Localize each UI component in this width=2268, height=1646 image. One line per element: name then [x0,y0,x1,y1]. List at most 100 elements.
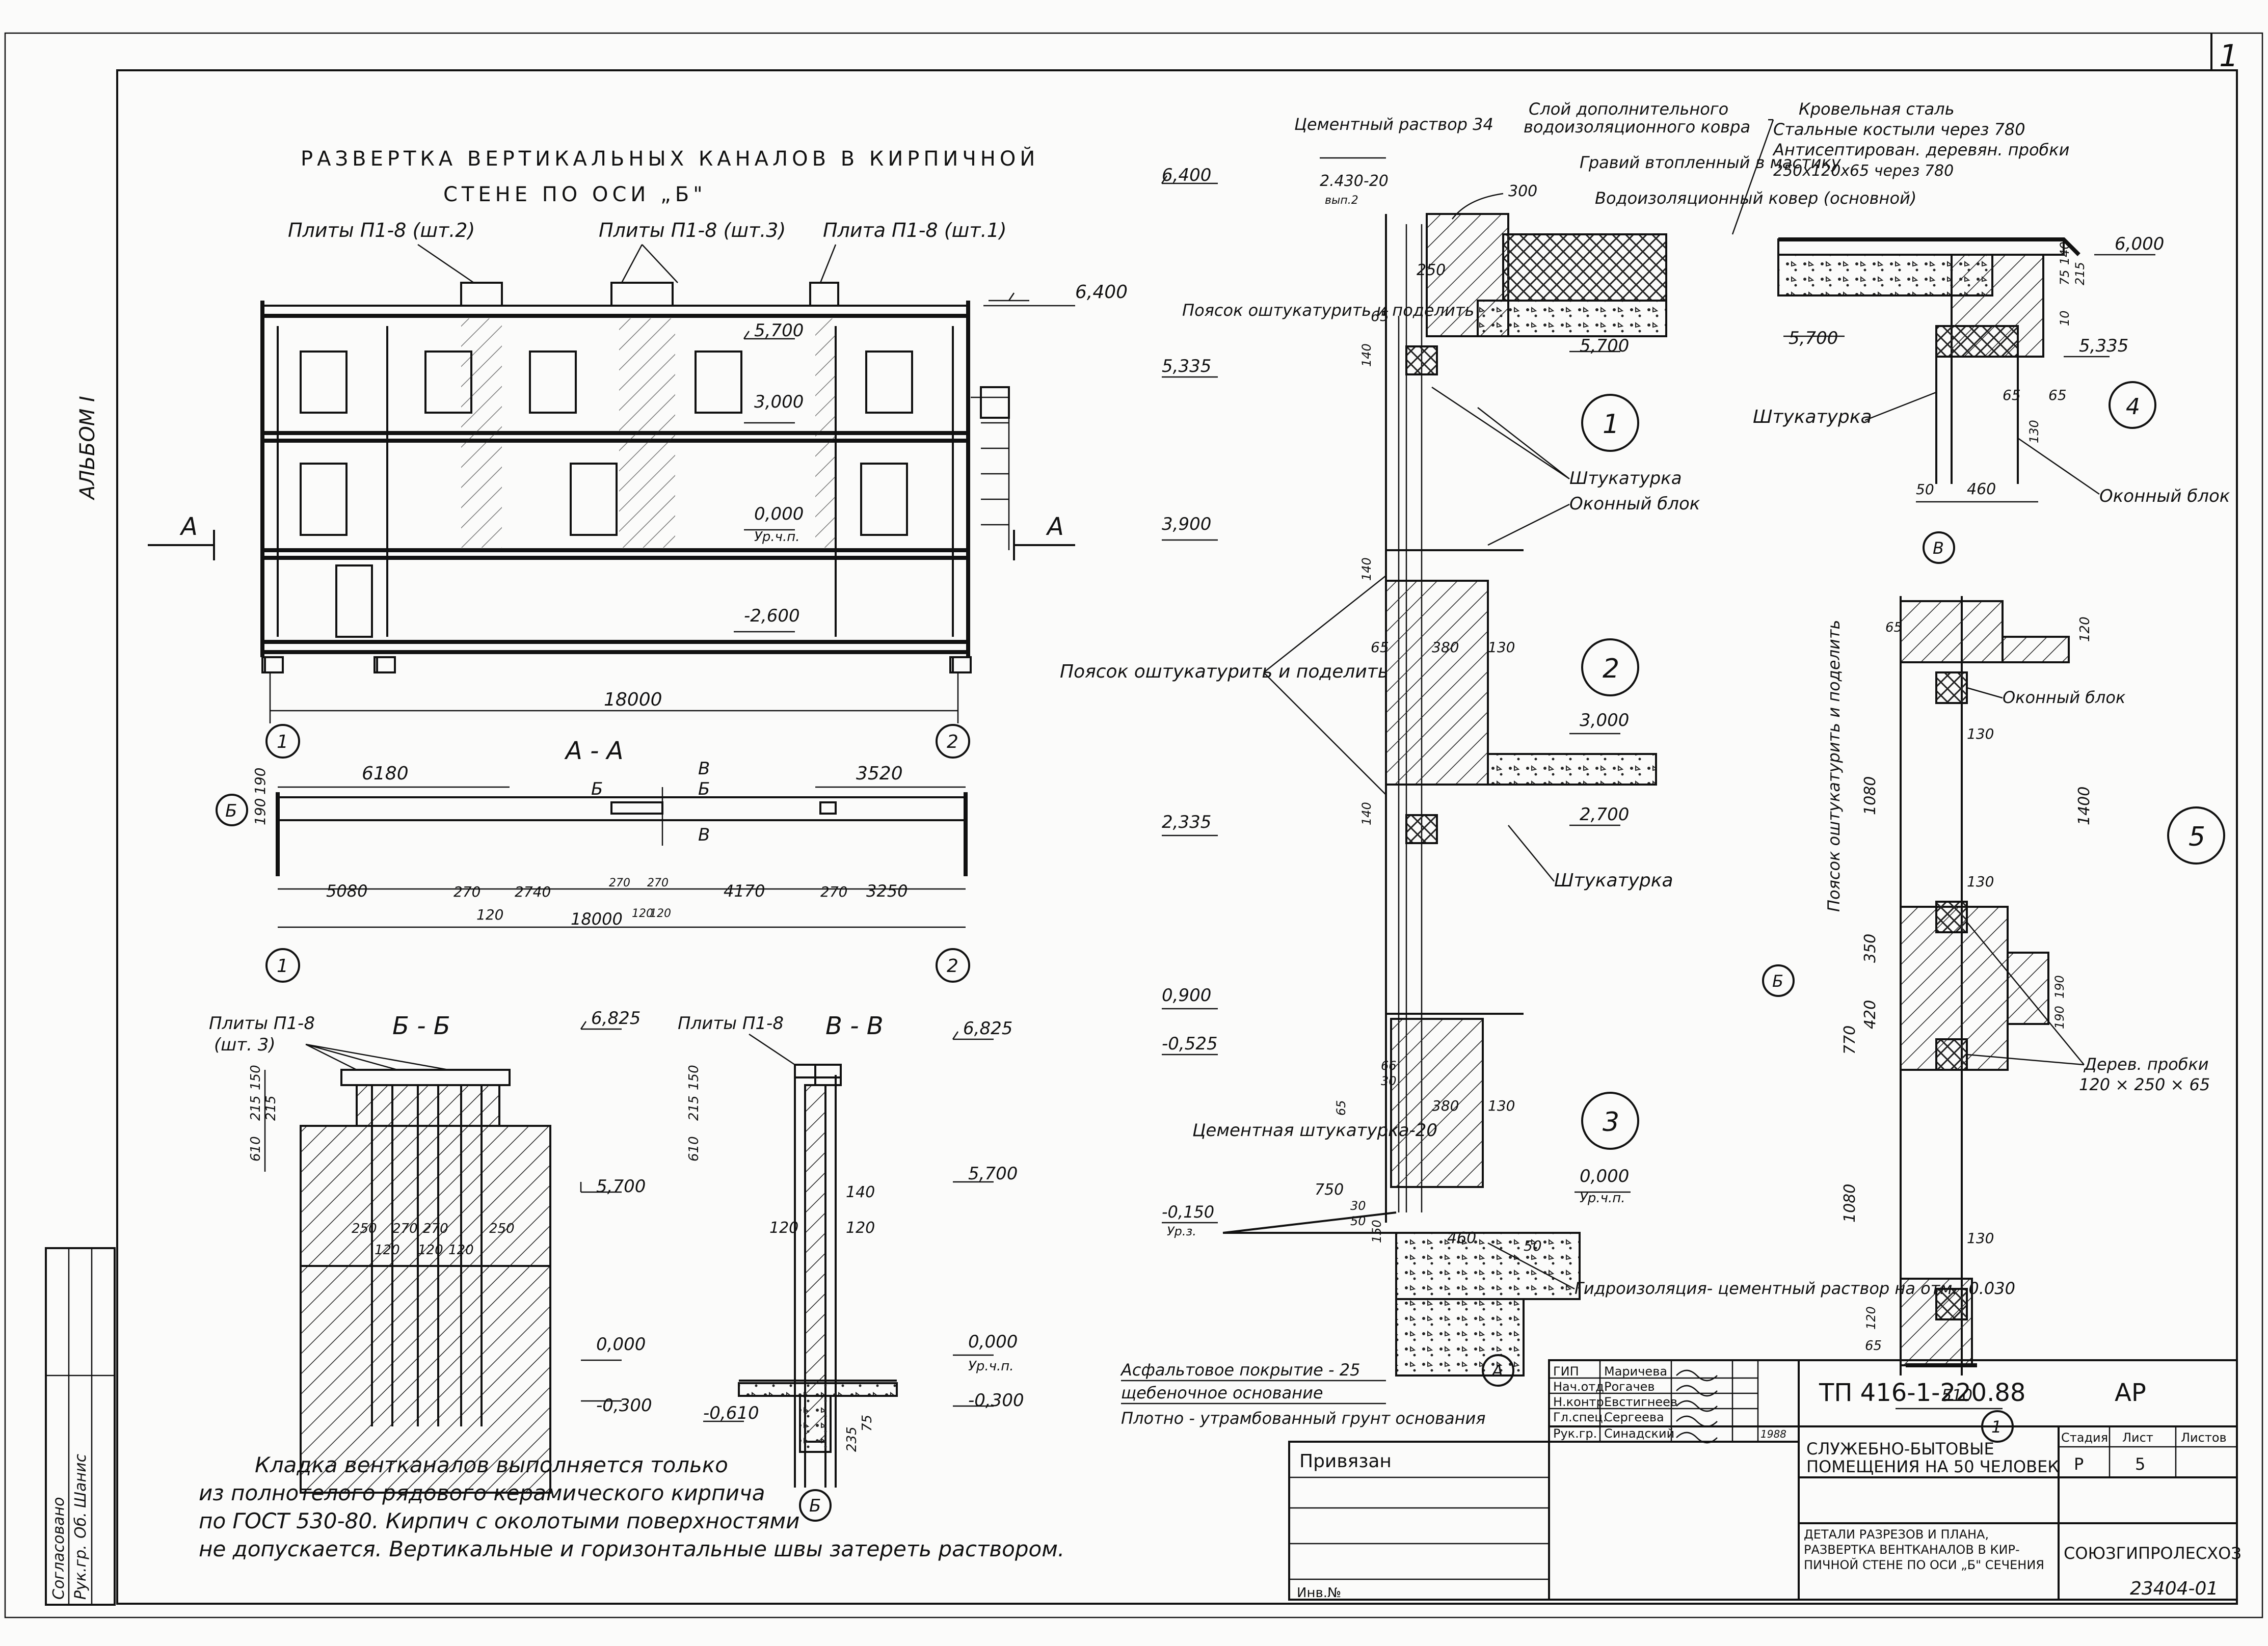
stamp-name-4: Сергеева [1604,1410,1664,1424]
ws-cement-mortar: Цементный раствор 34 [1294,115,1493,134]
ws-level-2335: 2,335 [1162,812,1211,832]
note-line-3: по ГОСТ 530-80. Кирпич с околотыми повер… [199,1508,799,1533]
elev-level-3000: 3,000 [754,392,804,412]
bb-title: Б - Б [392,1012,450,1040]
d5-dim-130c: 130 [1967,1230,1994,1247]
plates-label-3: Плита П1-8 (шт.1) [823,219,1007,241]
stamp-name-5: Синадский [1604,1426,1674,1441]
bb-dim-120a: 120 [375,1243,400,1258]
vv-dim-235: 235 [844,1426,860,1452]
section-mark-a-left: А [179,512,198,541]
stamp-name-3: Евстигнеев [1604,1395,1677,1409]
ws-gravel: Гравий втопленный в мастику [1580,153,1842,172]
stamp-role-2: Нач.отд. [1553,1380,1608,1394]
vv-level-6825: 6,825 [963,1018,1012,1039]
d5-band-note: Поясок оштукатурить и поделить [1824,620,1844,912]
elevation-title-2: СТЕНЕ ПО ОСИ „Б" [443,183,707,206]
bb-level-minus-300: -0,300 [596,1395,652,1416]
d5-dim-1400: 1400 [2075,787,2093,825]
bb-level-5700: 5,700 [596,1176,646,1197]
ws-dim-30a: 30 [1381,1074,1397,1088]
plan-label-b-1: Б [591,779,603,799]
vv-title: В - В [825,1012,884,1040]
ws-level-3000: 3,000 [1580,710,1629,731]
d4-level-6000: 6,000 [2115,234,2164,254]
stamp-name-1: Маричева [1604,1364,1667,1379]
d4-window-block: Оконный блок [2099,486,2230,506]
stamp-role-3: Н.контр. [1553,1395,1608,1409]
ws-soil: Плотно - утрамбованный грунт основания [1121,1409,1486,1428]
bb-level-6825: 6,825 [591,1008,641,1029]
d5-dim-190b: 190 [2052,975,2067,999]
ws-cement-plaster: Цементная штукатурка-20 [1192,1120,1437,1141]
ws-level-ground: Ур.ч.п. [1580,1191,1625,1206]
stamp-role-1: ГИП [1553,1364,1579,1379]
approval-label: Согласовано [50,1497,68,1600]
ws-dim-130b: 130 [1488,1097,1515,1114]
bb-dim-150: 150 [248,1065,263,1090]
stamp-sheet-title-1: ДЕТАЛИ РАЗРЕЗОВ И ПЛАНА, [1804,1527,1989,1542]
elev-axis-1: 1 [277,732,288,752]
ws-dim-65a: 65 [1371,308,1389,325]
plan-axis-b: Б [225,801,237,821]
d5-axis-b: Б [1772,972,1783,991]
vv-level-minus-300: -0,300 [968,1390,1024,1411]
plan-bdim-270c: 270 [647,877,669,889]
plan-bdim-270d: 270 [820,883,847,900]
ws-main-carpet: Водоизоляционный ковер (основной) [1595,188,1916,208]
sheet-frame [4,32,2263,1618]
d4-roof-steel: Кровельная сталь [1799,99,1955,119]
d4-dim-460: 460 [1967,480,1996,498]
stamp-sheet: 5 [2135,1454,2145,1474]
ws-level-0000: 0,000 [1580,1166,1629,1186]
stamp-project-2: ПОМЕЩЕНИЯ НА 50 ЧЕЛОВЕК [1806,1457,2059,1476]
plan-left-dim-2: 190 [252,768,269,795]
ws-level-2700: 2,700 [1580,804,1629,825]
masonry-note: Кладка вентканалов выполняется только из… [199,1452,1064,1561]
section-mark-a-right: А [1046,512,1064,541]
plan-bdim-2740: 2740 [515,883,551,900]
plan-axis-2: 2 [947,956,958,977]
ws-level-0900: 0,900 [1162,985,1211,1006]
d4-dim-130: 130 [2027,420,2041,443]
vv-dim-610: 610 [686,1136,702,1162]
ws-dim-130a: 130 [1488,639,1515,656]
vv-level-0000: 0,000 [968,1332,1018,1352]
d4-plug-size: 250х120х65 через 780 [1773,162,1954,180]
ws-dim-460: 460 [1447,1229,1476,1247]
vv-dim-150: 150 [686,1065,702,1090]
d5-wood-plugs: Дерев. пробки [2083,1055,2209,1074]
plan-bdim-4170: 4170 [724,881,765,901]
ws-dim-380b: 380 [1432,1097,1459,1114]
plan-left-dim-1: 190 [252,798,269,825]
ws-band-note-2: Поясок оштукатурить и поделить [1060,661,1389,682]
d5-plug-size: 120 × 250 × 65 [2079,1075,2210,1094]
bb-dim-120c: 120 [448,1243,474,1258]
stamp-code: ТП 416-1-220.88 [1819,1379,2025,1407]
bb-plate-count: (шт. 3) [214,1035,276,1055]
ws-dim-66: 66 [1381,1059,1397,1073]
d5-dim-65a: 65 [1885,620,1902,635]
bb-dim-215a: 215 [248,1095,263,1121]
ws-dim-50a: 50 [1350,1214,1366,1228]
ws-level-minus-525: -0,525 [1162,1034,1218,1054]
d4-dim-65b: 65 [2048,387,2067,403]
ws-dim-140c: 140 [1359,802,1374,825]
approval-role: Рук.гр. [72,1545,90,1600]
d4-steel-crutches: Стальные костыли через 780 [1773,120,2025,139]
ws-plaster-2: Штукатурка [1554,870,1673,891]
plates-label-1: Плиты П1-8 (шт.2) [288,219,475,241]
d4-marker: 4 [2126,394,2140,420]
detail-4-eaves: Кровельная сталь Стальные костыли через … [1731,99,2230,564]
d5-dim-130b: 130 [1967,873,1994,890]
stamp-sheet-title-2: РАЗВЕРТКА ВЕНТКАНАЛОВ В КИР- [1804,1543,2020,1557]
ws-dim-380a: 380 [1432,639,1459,656]
d5-dim-420: 420 [1861,1000,1879,1029]
stamp-org: СОЮЗГИПРОЛЕСХОЗ [2064,1544,2242,1563]
d5-dim-1080a: 1080 [1861,776,1879,815]
ws-dim-65c: 65 [1334,1100,1348,1116]
ws-dim-150: 150 [1370,1220,1384,1243]
plan-label-v-2: В [698,825,710,845]
plan-bdim-270a: 270 [453,883,481,900]
plan-label-b-2: Б [698,779,710,799]
